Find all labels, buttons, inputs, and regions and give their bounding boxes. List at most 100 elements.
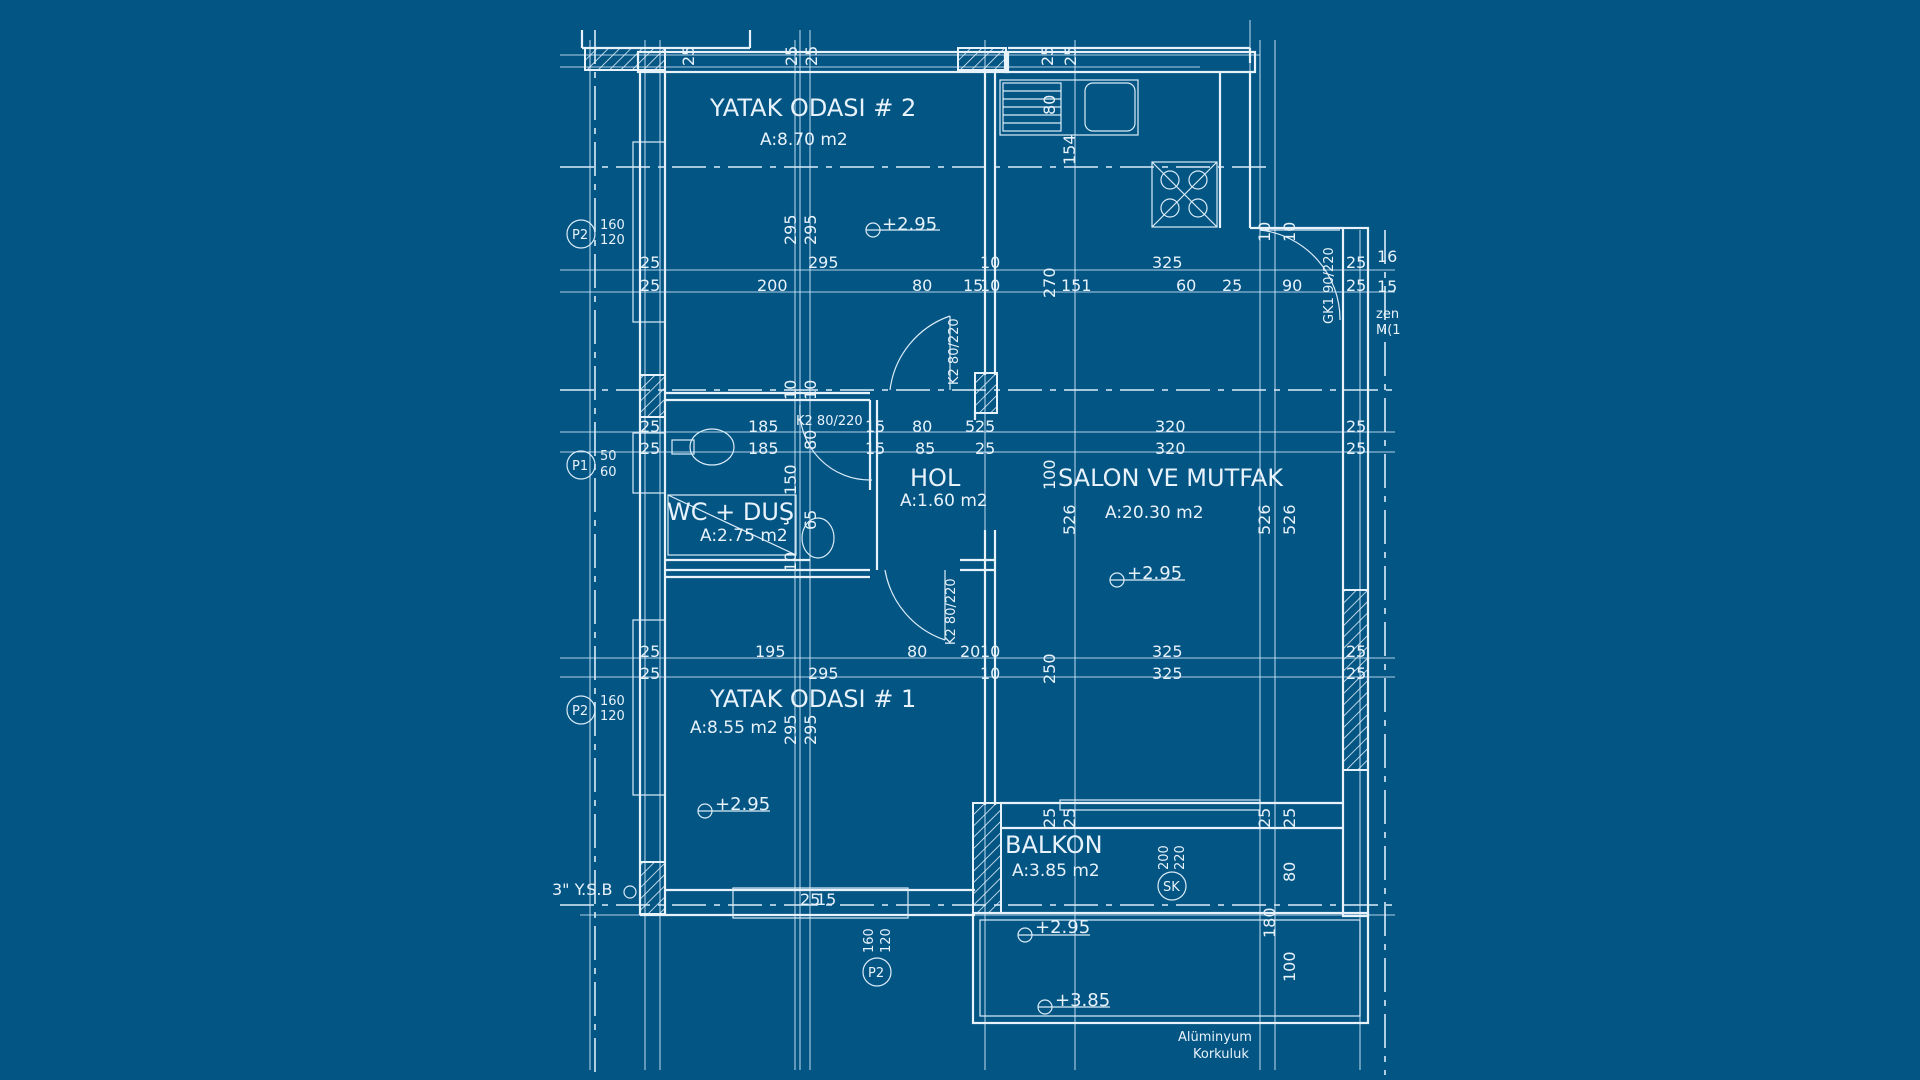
dim-row2-i: 90 [1282,276,1302,295]
walls [580,30,1370,1025]
dim-row2-d: 15 [963,276,983,295]
window-height-p2-mid: 120 [600,709,625,724]
dim-salon-c: 526 [1255,504,1274,535]
railing-label-line2: Korkuluk [1193,1047,1249,1062]
dim-top-c: 25 [802,46,821,66]
dim-row3-f: 25 [975,417,995,436]
dim-row2-e: 10 [980,276,1000,295]
dim-row4-a: 25 [640,439,660,458]
dim-balcony-f: 180 [1260,907,1279,938]
dim-row6-d: 325 [1152,664,1183,683]
dim-salon-a: 100 [1040,459,1059,490]
window-tag-p2-top: P2 [572,228,588,243]
dim-row2-a: 25 [640,276,660,295]
dim-row2-f: 151 [1061,276,1092,295]
dim-balcony-e: 80 [1280,862,1299,882]
dim-bed1-a: 295 [781,714,800,745]
dim-top-d: 25 [1038,46,1057,66]
dim-row4-e: 25 [975,439,995,458]
dim-wc-f: 10 [801,380,820,400]
room-name-bedroom1: YATAK ODASI # 1 [709,685,916,713]
level-mark-salon: +2.95 [1127,563,1182,584]
room-area-wc: A:2.75 m2 [700,526,788,546]
level-mark-bedroom2: +2.95 [882,214,937,235]
dim-row6-a: 25 [640,664,660,683]
dim-row6-b: 295 [808,664,839,683]
dim-row5-d: 20 [960,642,980,661]
door-tag-upper: K2 80/220 [947,318,962,385]
dimensions-horizontal: 25 295 10 325 25 25 200 80 15 10 151 60 … [640,253,1366,909]
door-width-sliding: 200 [1157,845,1172,870]
dim-wc-a: 10 [781,380,800,400]
door-tags: K2 80/220 K2 80/220 K2 80/220 GK1 90/220… [796,247,1337,901]
dim-salon-b: 526 [1060,504,1079,535]
dim-bed2-b: 295 [801,214,820,245]
level-mark-balcony: +2.95 [1035,917,1090,938]
dim-balcony-d: 25 [1280,808,1299,828]
window-height-p1: 60 [600,465,617,480]
dim-wc-e: 80 [801,430,820,450]
dim-top-a: 25 [679,46,698,66]
edge-label-1: zen [1376,307,1399,322]
room-name-bedroom2: YATAK ODASI # 2 [709,94,916,122]
edge-label-2: M(1 [1376,323,1401,338]
fixtures [667,79,1218,559]
dimensions-vertical: 25 25 25 25 25 295 295 295 295 10 150 65… [679,46,1299,982]
dim-row2-j: 25 [1346,276,1366,295]
dim-bed1-b: 295 [801,714,820,745]
window-tag-p1: P1 [572,459,588,474]
room-area-balcony: A:3.85 m2 [1012,861,1100,881]
dim-salon-d: 526 [1280,504,1299,535]
dim-balcony-a: 25 [1040,808,1059,828]
dim-row5-f: 325 [1152,642,1183,661]
room-area-salon: A:20.30 m2 [1105,503,1204,523]
dim-balcony-g: 100 [1280,951,1299,982]
dim-row5-a: 25 [640,642,660,661]
room-name-balcony: BALKON [1005,831,1103,859]
doors [799,229,1341,641]
dim-row3-a: 25 [640,417,660,436]
dim-row4-c: 15 [865,439,885,458]
edge-top-label-2: 15 [1377,277,1397,296]
dim-row5-c: 80 [907,642,927,661]
window-height-p2-bottom: 120 [879,928,894,953]
dim-row3-g: 320 [1155,417,1186,436]
dim-top-e: 25 [1061,46,1080,66]
room-area-bedroom2: A:8.70 m2 [760,130,848,150]
dim-kitchen-b: 154 [1060,134,1079,165]
dim-balcony-b: 25 [1060,808,1079,828]
dim-row4-g: 25 [1346,439,1366,458]
dim-balcony-c: 25 [1255,808,1274,828]
room-area-hall: A:1.60 m2 [900,491,988,511]
dim-row3-h: 25 [1346,417,1366,436]
window-height-p2-top: 120 [600,233,625,248]
dim-row3-e: 5 [965,417,975,436]
room-name-hall: HOL [910,464,961,492]
dim-row4-d: 85 [915,439,935,458]
dim-row1-a: 25 [640,253,660,272]
dim-top-b: 25 [782,46,801,66]
window-width-p2-mid: 160 [600,694,625,709]
window-width-p1: 50 [600,449,617,464]
dim-right-b: 10 [1280,222,1299,242]
door-tag-lower: K2 80/220 [944,578,959,645]
dim-row6-c: 10 [980,664,1000,683]
railing-label-line1: Alüminyum [1178,1030,1252,1045]
level-mark-bedroom1: +2.95 [715,794,770,815]
dim-row3-b: 185 [748,417,779,436]
dim-kitchen-c: 270 [1040,267,1059,298]
dim-row1-b: 295 [808,253,839,272]
dim-row2-b: 200 [757,276,788,295]
ysb-label: 3" Y.S.B [552,880,612,899]
door-tag-wc: K2 80/220 [796,414,863,429]
dim-row5-e: 10 [980,642,1000,661]
window-tag-p2-bottom: P2 [868,966,884,981]
dim-wc-c: 65 [801,510,820,530]
window-width-p2-top: 160 [600,218,625,233]
dim-row2-g: 60 [1176,276,1196,295]
dim-row6-e: 25 [1346,664,1366,683]
dim-right-a: 10 [1255,222,1274,242]
dim-bottom-a: 25 [800,890,820,909]
level-marks: +2.95 +2.95 +2.95 +2.95 +3.85 [697,214,1185,1015]
room-name-wc: WC + DUŞ [667,498,794,526]
